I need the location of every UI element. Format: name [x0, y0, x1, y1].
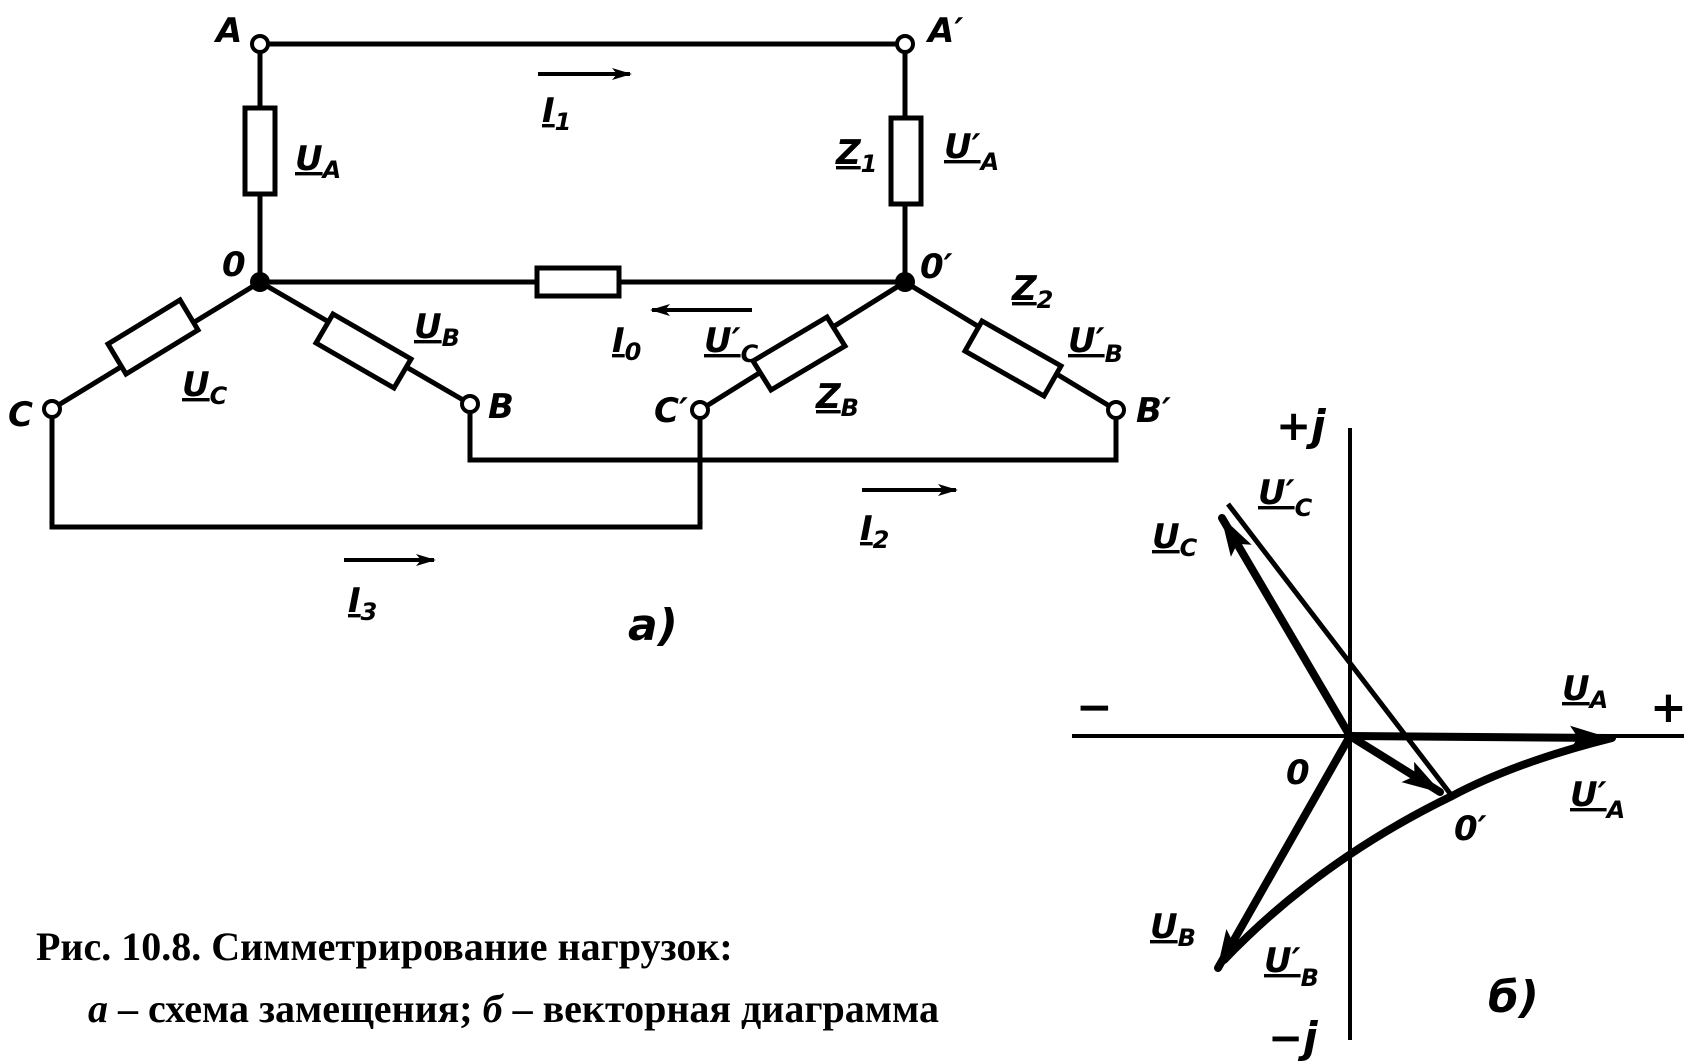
- terminal-C: [42, 399, 62, 419]
- resistor-UB: [312, 310, 415, 392]
- label-UB: UB: [414, 307, 460, 352]
- circuit-schematic: A A′ 0 0′ C B C′ B′ UA Z1 U′A I1 UC UB I…: [8, 11, 1171, 651]
- label-minus: −: [1076, 682, 1113, 733]
- label-Z1: Z1: [835, 133, 877, 178]
- label-Z2: Z2: [1011, 269, 1053, 314]
- vd-label-UBprime: U′B: [1264, 941, 1319, 992]
- vector-UCprime: [1226, 502, 1454, 798]
- label-I3: I3: [348, 581, 377, 626]
- label-I0: I0: [612, 321, 641, 366]
- resistor-neutral: [534, 265, 622, 299]
- label-plus: +: [1650, 682, 1687, 733]
- vector-UAprime: [1448, 734, 1616, 800]
- resistor-UA: [242, 105, 278, 197]
- label-Cprime: C′: [654, 391, 688, 431]
- label-part-a: a): [628, 600, 678, 651]
- vector-UBprime: [1220, 792, 1456, 964]
- label-C: C: [8, 395, 33, 435]
- label-O: 0: [222, 245, 246, 285]
- vd-label-UB: UB: [1150, 907, 1196, 952]
- caption-title: Рис. 10.8. Симметрирование нагрузок:: [36, 924, 733, 969]
- label-plus-j: +j: [1276, 401, 1326, 450]
- vector-diagram: +j −j + − 0 0′ UC U′C UA U′A UB U′B б): [1072, 401, 1687, 1062]
- label-ZB: ZB: [815, 377, 859, 422]
- label-part-b: б): [1488, 972, 1539, 1023]
- wire-B-Bprime: [467, 401, 1119, 463]
- caption-item-b-text: – векторная диаграмма: [502, 986, 939, 1031]
- resistor-Z1: [888, 115, 924, 207]
- terminal-Bprime: [1106, 400, 1126, 420]
- label-Aprime: A′: [925, 11, 963, 51]
- caption-items: а – схема замещения; б – векторная диагр…: [36, 978, 939, 1040]
- terminal-Aprime: [895, 34, 915, 54]
- vd-label-UAprime: U′A: [1570, 775, 1625, 824]
- vector-UB: [1214, 732, 1354, 972]
- label-UCprime: U′C: [704, 321, 759, 368]
- resistor-ZB: [749, 313, 849, 394]
- vd-label-UA: UA: [1562, 669, 1608, 714]
- label-origin-prime: 0′: [1454, 809, 1487, 849]
- wire-C-Cprime: [49, 406, 703, 530]
- resistor-Z2: [961, 317, 1065, 400]
- node-Oprime: [895, 272, 915, 292]
- vector-UC: [1218, 514, 1354, 740]
- caption-item-b-letter: б: [482, 986, 503, 1031]
- label-Oprime: 0′: [920, 247, 953, 287]
- label-UC: UC: [182, 365, 228, 410]
- label-UBprime: U′B: [1068, 321, 1123, 368]
- vector-O-Oprime: [1346, 732, 1444, 796]
- caption-item-a-letter: а: [88, 986, 108, 1031]
- label-B: B: [488, 387, 514, 427]
- label-UA: UA: [295, 139, 341, 184]
- terminal-Cprime: [690, 400, 710, 420]
- label-I2: I2: [860, 509, 889, 554]
- label-origin: 0: [1286, 753, 1310, 793]
- resistor-UC: [104, 296, 202, 378]
- figure-caption: Рис. 10.8. Симметрирование нагрузок: а –…: [36, 916, 939, 1040]
- terminal-B: [460, 394, 480, 414]
- label-I1: I1: [542, 91, 571, 136]
- caption-item-a-text: – схема замещения;: [108, 986, 483, 1031]
- vector-UA: [1346, 725, 1612, 750]
- label-UAprime: U′A: [944, 127, 999, 176]
- label-A: A: [213, 11, 242, 51]
- vd-label-UCprime: U′C: [1258, 473, 1313, 522]
- label-minus-j: −j: [1268, 1013, 1318, 1062]
- node-O: [250, 272, 270, 292]
- vd-label-UC: UC: [1152, 517, 1198, 562]
- label-Bprime: B′: [1136, 391, 1171, 431]
- terminal-A: [250, 34, 270, 54]
